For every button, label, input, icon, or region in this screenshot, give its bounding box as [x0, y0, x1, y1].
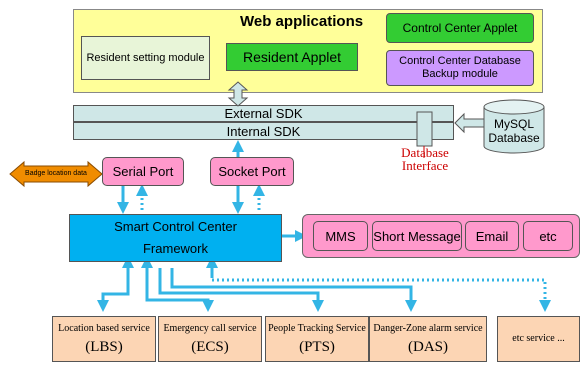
- etc-service-dotted-connection: [212, 278, 551, 312]
- serial-port: Serial Port: [102, 157, 184, 186]
- short-message-box: Short Message: [372, 221, 462, 251]
- service-connections: [97, 256, 417, 312]
- db-backup-module: Control Center Database Backup module: [386, 50, 534, 86]
- service-pts: People Tracking Service (PTS): [265, 316, 369, 362]
- web-sdk-double-arrow: [227, 81, 249, 107]
- service-etc: etc service ...: [497, 316, 580, 362]
- control-center-applet: Control Center Applet: [386, 13, 534, 43]
- mms-box: MMS: [313, 221, 368, 251]
- smart-control-center-framework: Smart Control Center Framework: [69, 214, 282, 262]
- service-lbs: Location based service (LBS): [52, 316, 156, 362]
- web-applications-title: Web applications: [240, 13, 364, 30]
- resident-setting-module: Resident setting module: [81, 36, 210, 80]
- email-box: Email: [465, 221, 519, 251]
- mysql-database-label: MySQL Database: [488, 117, 540, 145]
- badge-location-label: Badge location data: [25, 170, 87, 177]
- internal-sdk-bar: Internal SDK: [73, 122, 454, 140]
- etc-message-box: etc: [523, 221, 573, 251]
- resident-applet: Resident Applet: [226, 43, 358, 71]
- external-sdk-bar: External SDK: [73, 105, 454, 122]
- mysql-database-cylinder: [483, 99, 545, 154]
- database-interface-label: Database Interface: [401, 145, 449, 173]
- service-ecs: Emergency call service (ECS): [158, 316, 262, 362]
- socket-port: Socket Port: [210, 157, 294, 186]
- service-das: Danger-Zone alarm service (DAS): [369, 316, 487, 362]
- database-interface-box: [416, 111, 433, 147]
